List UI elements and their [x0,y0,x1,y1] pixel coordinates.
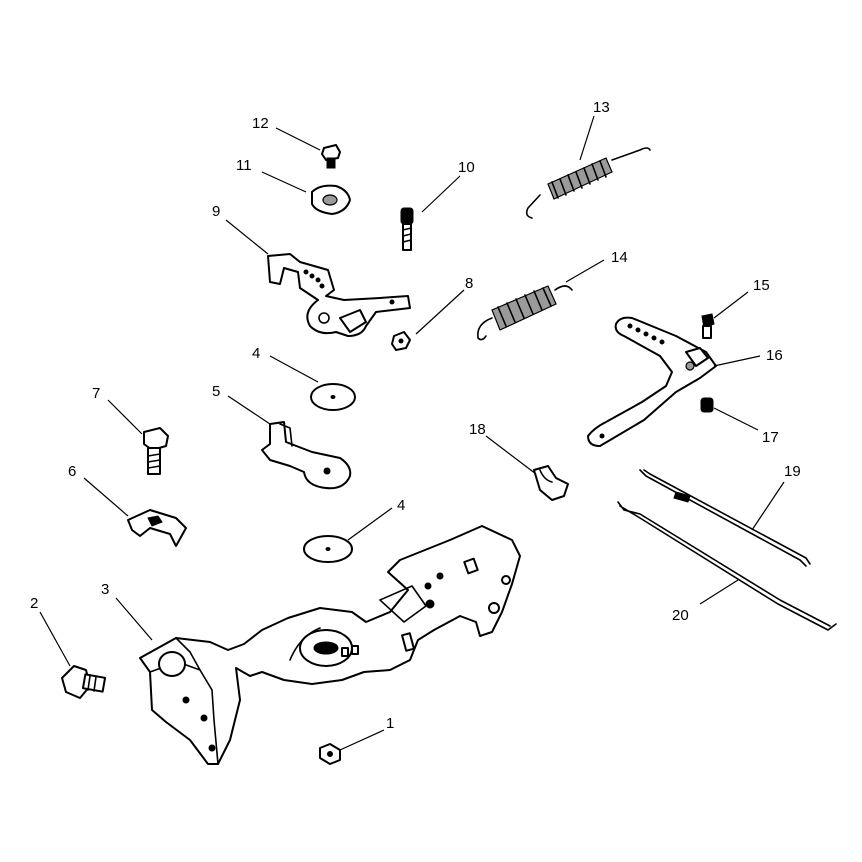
callout-6: 6 [68,463,76,480]
callout-labels: 12 11 10 13 14 9 8 4 5 7 6 4 3 2 1 18 15… [30,99,801,732]
callout-4-upper: 4 [252,345,260,362]
callout-17: 17 [762,429,779,446]
part-6-clip [127,509,187,547]
callout-13: 13 [593,99,610,116]
callout-12: 12 [252,115,269,132]
callout-14: 14 [611,249,628,266]
callout-16: 16 [766,347,783,364]
callout-4-lower: 4 [397,497,405,514]
part-8-nut [391,331,411,351]
callout-3: 3 [101,581,109,598]
part-4-washer-lower [303,535,353,563]
part-4-washer-upper [310,383,356,411]
leader-lines [39,115,785,751]
part-11-plate [311,184,351,215]
callout-18: 18 [469,421,486,438]
callout-19: 19 [784,463,801,480]
part-15-screw [701,313,715,339]
callout-7: 7 [92,385,100,402]
callout-1: 1 [386,715,394,732]
part-20-rod [617,501,837,631]
callout-20: 20 [672,607,689,624]
part-5-lever-plate [261,421,352,490]
part-16-lever [587,316,717,447]
part-13-spring [525,147,651,219]
part-10-screw [400,207,414,251]
callout-15: 15 [753,277,770,294]
callout-9: 9 [212,203,220,220]
callout-8: 8 [465,275,473,292]
part-3-main-bracket [139,525,521,765]
part-19-rod [639,469,811,567]
part-12-bolt [321,144,341,169]
part-7-bolt [143,427,169,475]
part-14-spring [476,285,573,341]
callout-5: 5 [212,383,220,400]
callout-11: 11 [236,157,252,174]
part-2-bolt [61,665,107,699]
part-9-lever [267,253,411,337]
callout-10: 10 [458,159,475,176]
part-1-nut [319,743,341,765]
part-17-nut [700,397,714,413]
callout-2: 2 [30,595,38,612]
part-18-clamp [533,465,569,501]
